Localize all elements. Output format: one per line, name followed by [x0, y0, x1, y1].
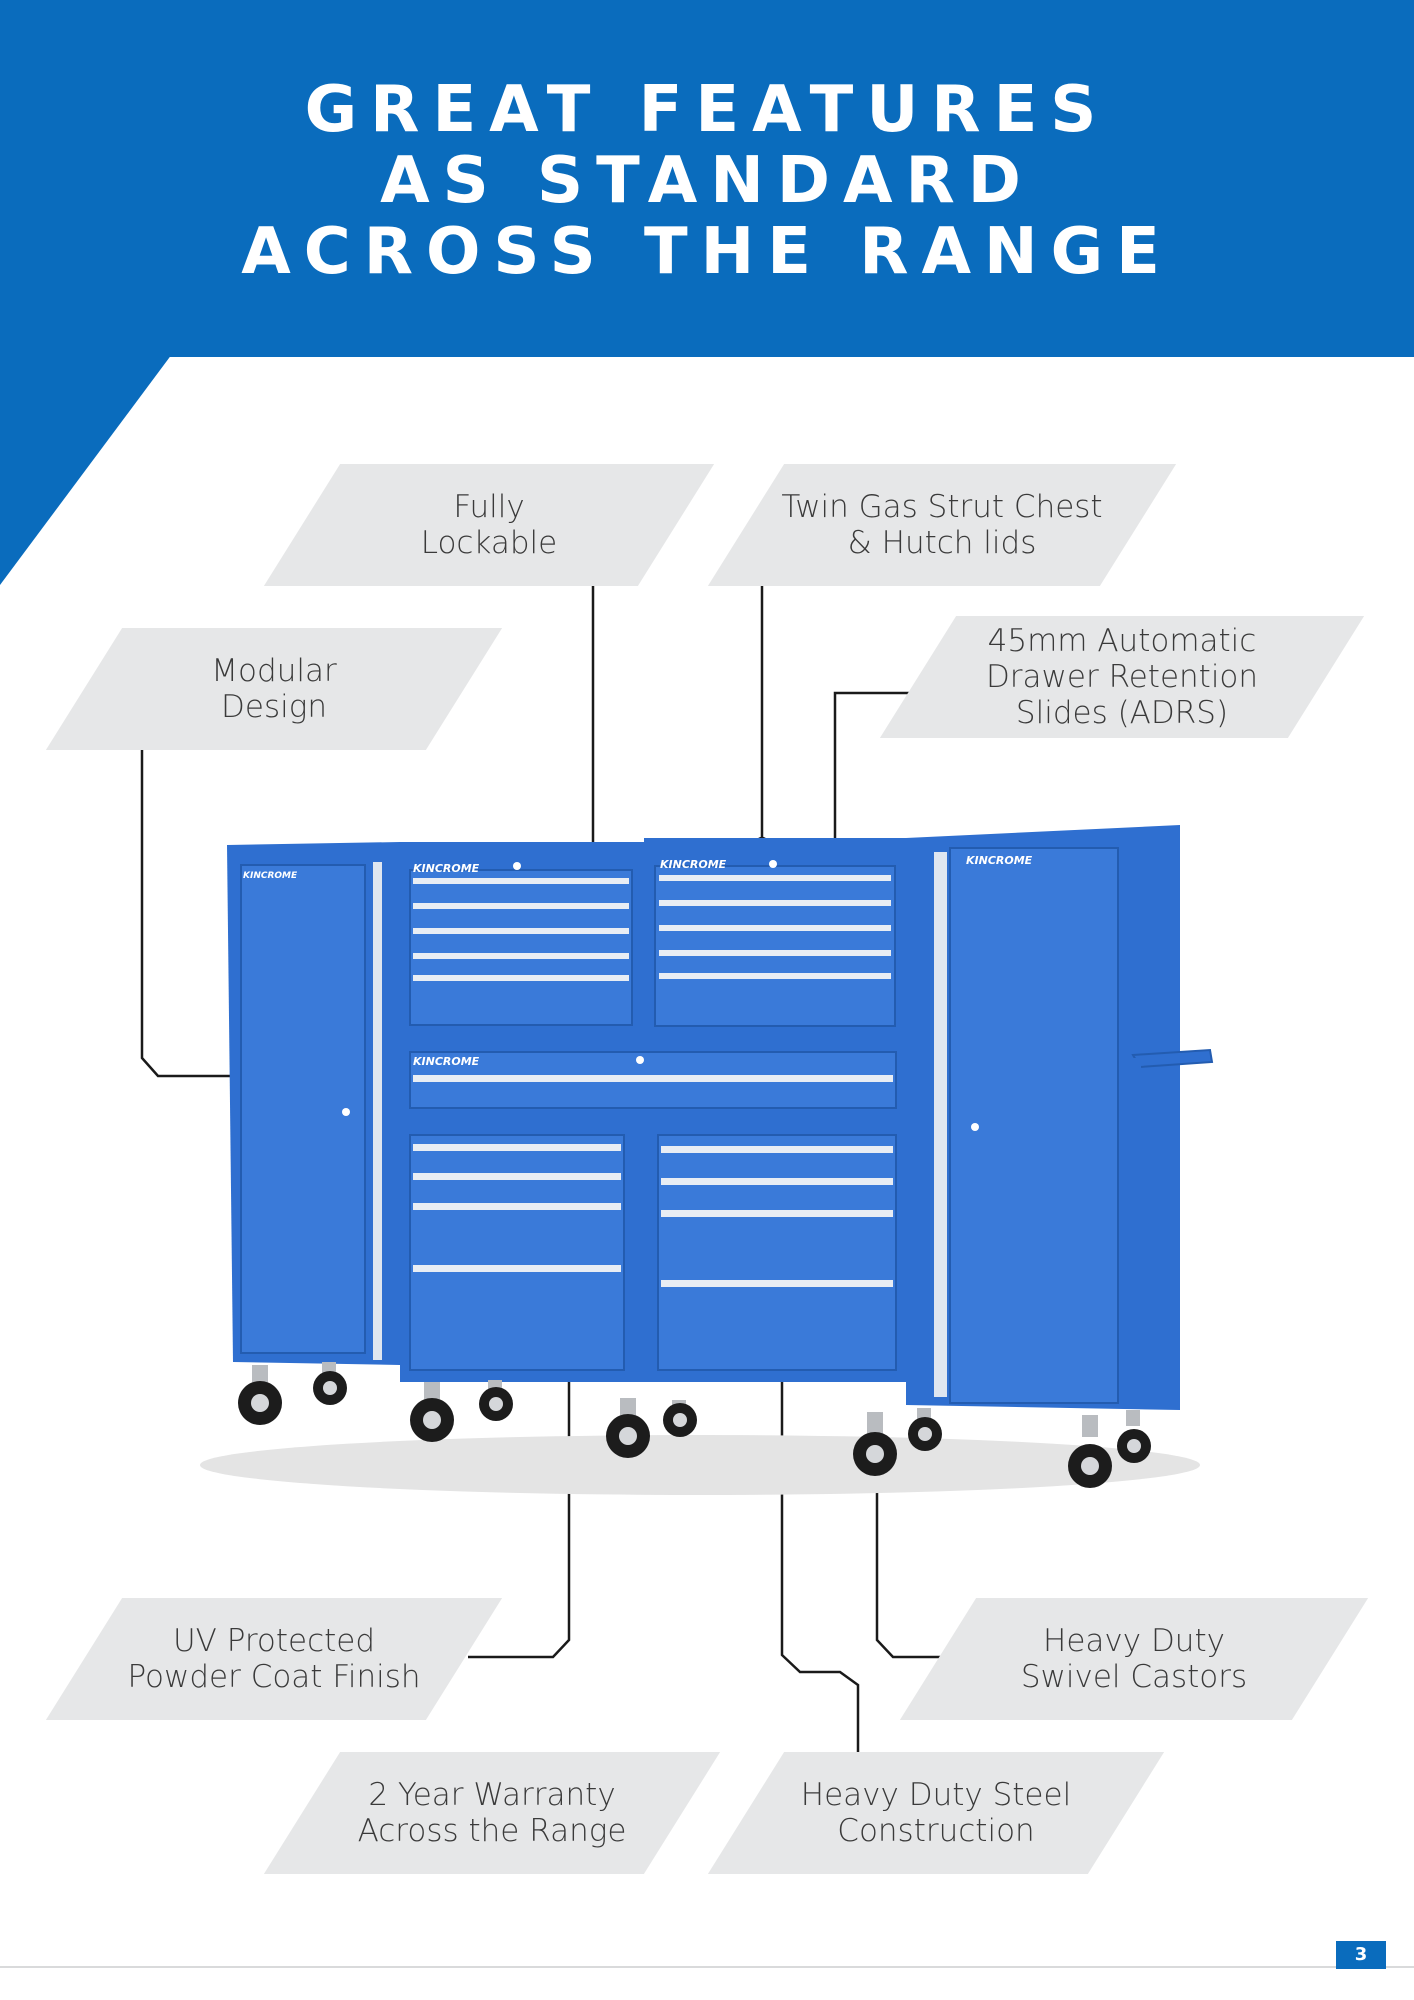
right-side-cabinet — [906, 825, 1214, 1410]
brand-badge-right: KINCROME — [966, 854, 1033, 867]
callout-warranty: 2 Year Warranty Across the Range — [263, 1752, 721, 1874]
callout-uv-protected: UV Protected Powder Coat Finish — [45, 1598, 503, 1720]
brand-badge-hutch-right: KINCROME — [660, 858, 727, 871]
hutch-left — [400, 842, 644, 1040]
left-side-cabinet — [227, 842, 400, 1365]
callout-text: & Hutch lids — [847, 525, 1037, 561]
callout-text: Swivel Castors — [1020, 1659, 1248, 1695]
roller-cabinet — [400, 1040, 906, 1382]
title-line-2: AS STANDARD — [380, 144, 1034, 218]
brand-badge-roller: KINCROME — [413, 1055, 480, 1068]
castors — [238, 1362, 1151, 1488]
callout-text: UV Protected — [172, 1623, 376, 1659]
header-band — [0, 0, 1414, 357]
callout-text: Design — [221, 689, 327, 725]
title-line-3: ACROSS THE RANGE — [241, 215, 1173, 289]
callout-text: Slides (ADRS) — [1015, 695, 1229, 731]
callout-text: Heavy Duty — [1043, 1623, 1225, 1659]
callout-text: Lockable — [420, 525, 558, 561]
brand-badge-left: KINCROME — [243, 871, 298, 881]
callout-text: Twin Gas Strut Chest — [781, 489, 1103, 525]
callout-text: Across the Range — [357, 1813, 627, 1849]
footer-rule — [0, 1966, 1414, 1968]
callout-modular-design: Modular Design — [45, 628, 503, 750]
callout-text: 2 Year Warranty — [368, 1777, 616, 1813]
callout-text: Drawer Retention — [985, 659, 1259, 695]
brand-badge-hutch-left: KINCROME — [413, 862, 480, 875]
title-line-1: GREAT FEATURES — [304, 73, 1110, 147]
page-number: 3 — [1336, 1941, 1386, 1969]
header-corner-wedge — [0, 350, 175, 585]
callout-swivel-castors: Heavy Duty Swivel Castors — [899, 1598, 1369, 1720]
callout-text: Powder Coat Finish — [127, 1659, 421, 1695]
callout-text: Fully — [453, 489, 525, 525]
callout-text: Heavy Duty Steel — [800, 1777, 1072, 1813]
callout-text: Construction — [837, 1813, 1035, 1849]
callout-twin-gas-strut: Twin Gas Strut Chest & Hutch lids — [707, 464, 1177, 586]
callout-steel-construction: Heavy Duty Steel Construction — [707, 1752, 1165, 1874]
callout-text: 45mm Automatic — [987, 623, 1257, 659]
callout-fully-lockable: Fully Lockable — [263, 464, 715, 586]
page-title: GREAT FEATURES AS STANDARD ACROSS THE RA… — [0, 75, 1414, 288]
callout-drawer-retention: 45mm Automatic Drawer Retention Slides (… — [879, 616, 1365, 738]
hutch-right — [644, 838, 906, 1040]
callout-text: Modular — [211, 653, 337, 689]
